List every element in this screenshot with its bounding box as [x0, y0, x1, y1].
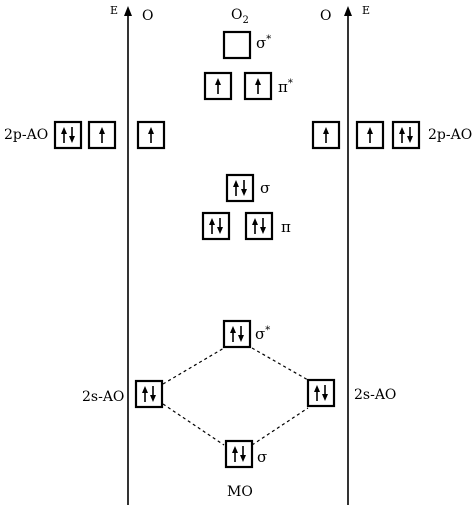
molecule-label: O2	[231, 7, 249, 26]
sigma-star-2p-orbital-1	[222, 30, 252, 60]
pi-2p-orbital-1	[201, 211, 231, 241]
correlation-lines	[162, 347, 309, 446]
left-2s-ao-orbital-1	[134, 379, 164, 409]
left-axis-arrowhead-icon	[124, 6, 132, 16]
pi-2p-label: π	[281, 218, 291, 236]
orbital-boxes	[53, 30, 421, 469]
mo-label: MO	[227, 484, 253, 500]
level-labels: σ* π* σ π σ* σ 2p-AO 2p-AO 2s-AO 2s-AO M…	[4, 34, 472, 500]
sigma-star-2s-label: σ*	[255, 325, 270, 343]
left-2p-ao-orbital-2	[87, 120, 117, 150]
sigma-2s-label: σ	[257, 448, 267, 466]
right-2s-ao-label: 2s-AO	[354, 387, 396, 403]
sigma-star-2p-label: σ*	[256, 34, 271, 52]
right-2p-ao-orbital-2	[355, 120, 385, 150]
left-2s-ao-label: 2s-AO	[82, 389, 124, 405]
right-axis-label: E	[362, 4, 370, 17]
sigma-2p-orbital-1	[225, 173, 255, 203]
right-2p-ao-orbital-1	[311, 120, 341, 150]
left-2p-ao-label: 2p-AO	[4, 127, 48, 143]
sigma-star-2s-orbital-1	[222, 319, 252, 349]
pi-star-2p-orbital-2	[243, 71, 273, 101]
left-atom-label: O	[142, 8, 153, 24]
right-atom-label: O	[320, 8, 331, 24]
pi-star-label: π*	[278, 78, 293, 96]
pi-2p-orbital-2	[244, 211, 274, 241]
right-2p-ao-orbital-3	[391, 120, 421, 150]
sigma-2p-label: σ	[260, 179, 270, 197]
left-2p-ao-orbital-3	[136, 120, 166, 150]
left-2p-ao-orbital-1	[53, 120, 83, 150]
left-axis-label: E	[110, 4, 118, 17]
right-2p-ao-label: 2p-AO	[428, 127, 472, 143]
sigma-2s-orbital-1	[224, 439, 254, 469]
right-2s-ao-orbital-1	[306, 378, 336, 408]
pi-star-2p-orbital-1	[203, 71, 233, 101]
right-axis-arrowhead-icon	[344, 6, 352, 16]
